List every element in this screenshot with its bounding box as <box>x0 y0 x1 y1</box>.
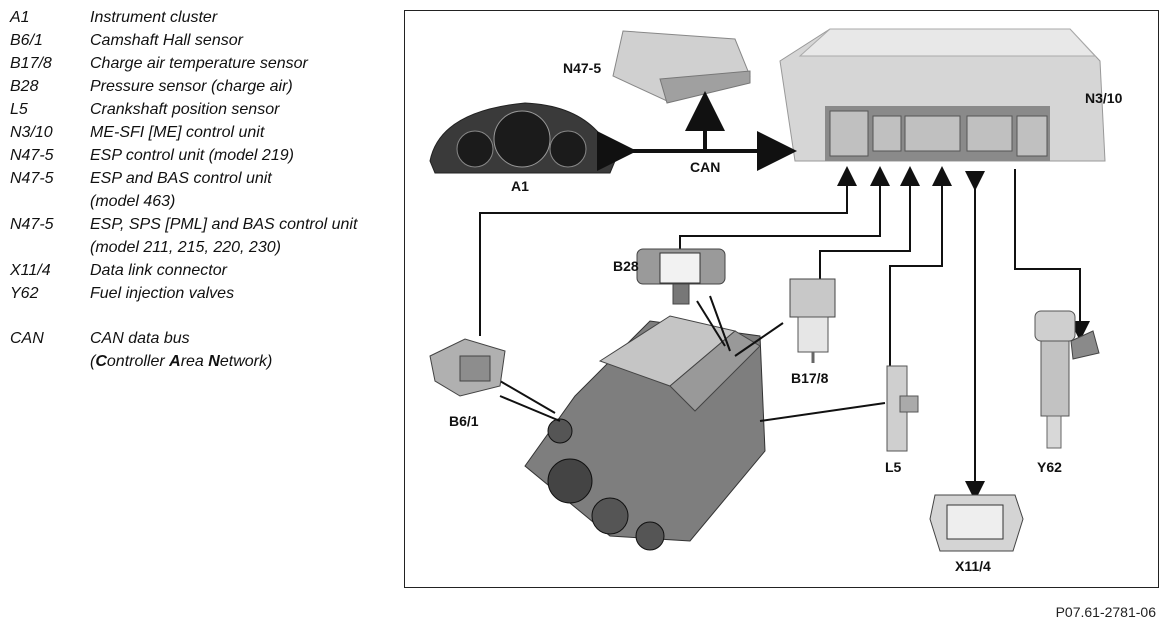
legend-desc: Crankshaft position sensor <box>90 101 280 118</box>
legend-row-n47-5-211: N47-5 ESP, SPS [PML] and BAS control unit… <box>10 213 400 259</box>
legend-row-a1: A1 Instrument cluster <box>10 6 400 29</box>
legend-desc-expansion: (Controller Area Network) <box>90 353 273 370</box>
legend-row-y62: Y62 Fuel injection valves <box>10 282 400 305</box>
legend-desc: Fuel injection valves <box>90 285 235 302</box>
n3-10-control-unit <box>779 28 1106 162</box>
legend-desc: Charge air temperature sensor <box>90 55 308 72</box>
legend-desc: ESP and BAS control unit (model 463) <box>90 170 272 210</box>
legend-row-b6-1: B6/1 Camshaft Hall sensor <box>10 29 400 52</box>
label-n3-10: N3/10 <box>1085 90 1123 106</box>
can-bus-connections <box>597 91 797 171</box>
legend-code: Y62 <box>10 285 39 302</box>
charge-air-temp-sensor <box>789 278 836 363</box>
legend-code: N47-5 <box>10 147 54 164</box>
label-b28: B28 <box>613 258 639 274</box>
pressure-sensor <box>636 248 726 305</box>
legend-desc: Instrument cluster <box>90 9 218 26</box>
engine <box>524 315 766 551</box>
camshaft-sensor <box>429 338 506 397</box>
legend-desc: CAN data bus <box>90 330 190 347</box>
legend-code: B17/8 <box>10 55 52 72</box>
legend-row-x11-4: X11/4 Data link connector <box>10 259 400 282</box>
legend-desc: Data link connector <box>90 262 227 279</box>
data-link-connector <box>929 494 1024 552</box>
legend-code: CAN <box>10 330 44 347</box>
sensor-pointers <box>499 295 886 422</box>
diagram-frame: N47-5 N3/10 A1 CAN B28 B17/8 B6/1 L5 Y62… <box>404 10 1159 588</box>
figure-id: P07.61-2781-06 <box>1055 604 1156 620</box>
legend-desc: ESP, SPS [PML] and BAS control unit (mod… <box>90 216 358 256</box>
legend-desc: ESP control unit (model 219) <box>90 147 294 164</box>
legend-code: A1 <box>10 9 30 26</box>
legend-desc: Pressure sensor (charge air) <box>90 78 293 95</box>
legend-row-can: CAN CAN data bus (Controller Area Networ… <box>10 327 400 373</box>
legend-row-l5: L5 Crankshaft position sensor <box>10 98 400 121</box>
legend: A1 Instrument cluster B6/1 Camshaft Hall s… <box>10 6 400 373</box>
signal-lines <box>479 166 1090 501</box>
label-l5: L5 <box>885 459 902 475</box>
label-a1: A1 <box>511 178 529 194</box>
legend-row-n47-5-463: N47-5 ESP and BAS control unit (model 463… <box>10 167 400 213</box>
legend-code: N47-5 <box>10 216 54 233</box>
legend-desc: ME-SFI [ME] control unit <box>90 124 265 141</box>
legend-code: N47-5 <box>10 170 54 187</box>
legend-code: B28 <box>10 78 39 95</box>
label-can: CAN <box>690 159 720 175</box>
label-x11-4: X11/4 <box>955 558 991 574</box>
label-y62: Y62 <box>1037 459 1062 475</box>
crankshaft-sensor <box>886 365 919 452</box>
label-n47-5: N47-5 <box>563 60 601 76</box>
legend-desc: Camshaft Hall sensor <box>90 32 243 49</box>
legend-row-n3-10: N3/10 ME-SFI [ME] control unit <box>10 121 400 144</box>
n47-5-control-unit <box>612 30 751 104</box>
label-b6-1: B6/1 <box>449 413 479 429</box>
legend-code: L5 <box>10 101 28 118</box>
label-b17-8: B17/8 <box>791 370 829 386</box>
instrument-cluster <box>429 102 616 174</box>
legend-row-n47-5-219: N47-5 ESP control unit (model 219) <box>10 144 400 167</box>
diagram-canvas: N47-5 N3/10 A1 CAN B28 B17/8 B6/1 L5 Y62… <box>429 28 1123 574</box>
legend-code: B6/1 <box>10 32 43 49</box>
legend-code: X11/4 <box>10 262 51 279</box>
fuel-injector <box>1034 310 1100 449</box>
legend-row-b17-8: B17/8 Charge air temperature sensor <box>10 52 400 75</box>
legend-code: N3/10 <box>10 124 53 141</box>
legend-row-b28: B28 Pressure sensor (charge air) <box>10 75 400 98</box>
